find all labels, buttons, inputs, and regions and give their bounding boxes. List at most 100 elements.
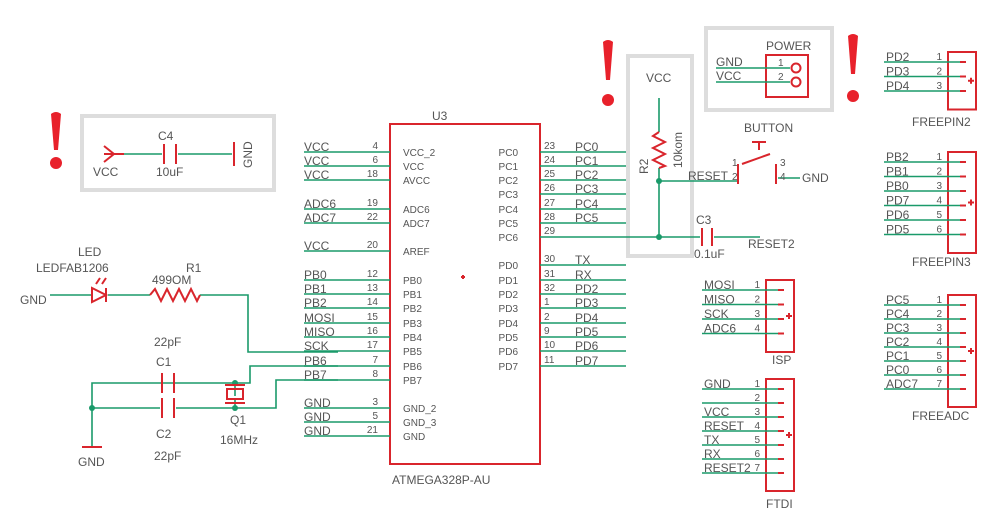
u3-right-net: PC1: [575, 154, 599, 168]
freepin3-pin-net: PB2: [886, 150, 909, 164]
led-diode: LED LEDFAB1206 GND: [20, 245, 109, 307]
ftdi-pin-net: RX: [704, 447, 721, 461]
freeadc-pin-net: PC4: [886, 307, 910, 321]
button-pin-4: 4: [780, 172, 786, 183]
button-switch: 1 2 3 4 BUTTON GND: [732, 121, 829, 185]
u3-left-pin-num: 15: [367, 312, 379, 323]
u3-left-pin-num: 6: [372, 155, 378, 166]
u3-right-pin-num: 26: [544, 183, 556, 194]
u3-left-pin-num: 18: [367, 169, 379, 180]
button-pin-2: 2: [732, 172, 738, 183]
u3-right-pin-name: PC0: [499, 148, 519, 159]
freepin2-pin-net: PD3: [886, 65, 910, 79]
u3-right-pin-name: PC2: [499, 176, 519, 187]
ftdi-pin-net: TX: [704, 433, 719, 447]
u3-left-net: MISO: [304, 325, 335, 339]
freeadc-pin-num: 3: [936, 323, 942, 334]
u3-left-pin-num: 8: [372, 369, 378, 380]
u3-left-pin-name: PB2: [403, 304, 422, 315]
c2-capacitor: C2 22pF: [154, 398, 181, 463]
warning-mark-1: !: [50, 109, 62, 169]
c1-value: 22pF: [154, 335, 181, 349]
freepin3-pin-num: 2: [936, 167, 942, 178]
u3-right-pin-name: PD5: [499, 333, 519, 344]
c4-capacitor: C4 10uF VCC GND: [93, 129, 255, 179]
q1-crystal: Q1 16MHz: [220, 384, 258, 447]
freepin3-pin-num: 5: [936, 210, 942, 221]
highlight-box-power: [704, 26, 834, 112]
c3-capacitor: C3 0.1uF RESET2: [694, 213, 795, 261]
ftdi-pin-num: 2: [754, 393, 760, 404]
freepin3-pin-net: PB0: [886, 179, 909, 193]
u3-right-net: PC2: [575, 168, 599, 182]
ftdi-pin-num: 4: [754, 421, 760, 432]
led-value: LEDFAB1206: [36, 261, 109, 275]
u3-right-net: PD6: [575, 339, 599, 353]
u3-left-net: PB0: [304, 268, 327, 282]
u3-left-pin-name: PB0: [403, 276, 422, 287]
freepin3-pin-num: 6: [936, 225, 942, 236]
freeadc-pin-net: PC5: [886, 293, 910, 307]
r2-resistor: R2 10kom VCC: [637, 71, 685, 174]
u3-right-pin-num: 2: [544, 312, 550, 323]
c4-ref: C4: [158, 129, 174, 143]
u3-right-pin-name: PC3: [499, 190, 519, 201]
warning-mark-2: !: [602, 40, 614, 106]
u3-left-net: VCC: [304, 154, 330, 168]
u3-right-pin-name: PD2: [499, 290, 519, 301]
u3-left-pin-name: ADC7: [403, 219, 430, 230]
u3-right-net: PD3: [575, 296, 599, 310]
freepin3-ref: FREEPIN3: [912, 255, 971, 269]
u3-left-pin-num: 19: [367, 198, 379, 209]
u3-right-pin-num: 30: [544, 254, 556, 265]
r2-value: 10kom: [671, 132, 685, 168]
u3-left-pin-num: 12: [367, 269, 379, 280]
isp-pin-net: MISO: [704, 293, 735, 307]
u3-left-pin-num: 17: [367, 340, 379, 351]
u3-left-pin-name: PB3: [403, 319, 422, 330]
u3-right-pin-num: 9: [544, 326, 550, 337]
u3-ref: U3: [432, 109, 448, 123]
u3-right-pin-name: PD3: [499, 304, 519, 315]
u3-left-pin-num: 13: [367, 283, 379, 294]
u3-right-net: PC0: [575, 140, 599, 154]
u3-right-net: PC4: [575, 197, 599, 211]
u3-left-pin-name: AREF: [403, 247, 430, 258]
u3-left-net: GND: [304, 424, 331, 438]
u3-left-pin-name: PB7: [403, 376, 422, 387]
u3-left-pin-num: 7: [372, 355, 378, 366]
u3-left-net: MOSI: [304, 311, 335, 325]
c2-ref: C2: [156, 427, 172, 441]
freepin2-pin-num: 2: [936, 67, 942, 78]
power-pin-2-num: 2: [778, 72, 784, 83]
ground-net: GND: [78, 455, 105, 469]
warning-mark-3: !: [847, 34, 859, 102]
u3-left-net: ADC6: [304, 197, 336, 211]
c1-ref: C1: [156, 355, 172, 369]
u3-right-net: PC5: [575, 211, 599, 225]
button-pin-1: 1: [732, 158, 738, 169]
u3-left-net: VCC: [304, 239, 330, 253]
u3-right-net: PC3: [575, 182, 599, 196]
freepin2-pin-num: 1: [936, 52, 942, 63]
u3-right-pin-num: 27: [544, 198, 556, 209]
r1-value: 499OM: [152, 273, 191, 287]
c4-value: 10uF: [156, 165, 183, 179]
power-ref: POWER: [766, 39, 812, 53]
u3-right-pin-name: PD7: [499, 362, 519, 373]
warning-mark-text: !: [0, 0, 1, 1]
r2-net-top: VCC: [646, 71, 672, 85]
u3-right-pin-name: PD1: [499, 276, 519, 287]
ftdi-pin-num: 3: [754, 407, 760, 418]
freepin2-ref: FREEPIN2: [912, 115, 971, 129]
warning-mark-text: !: [56, 109, 57, 111]
ftdi-pin-num: 5: [754, 435, 760, 446]
u3-left-pin-name: PB1: [403, 290, 422, 301]
u3-left-net: VCC: [304, 168, 330, 182]
freepin2-pin-num: 3: [936, 81, 942, 92]
u3-right-net: TX: [575, 253, 590, 267]
